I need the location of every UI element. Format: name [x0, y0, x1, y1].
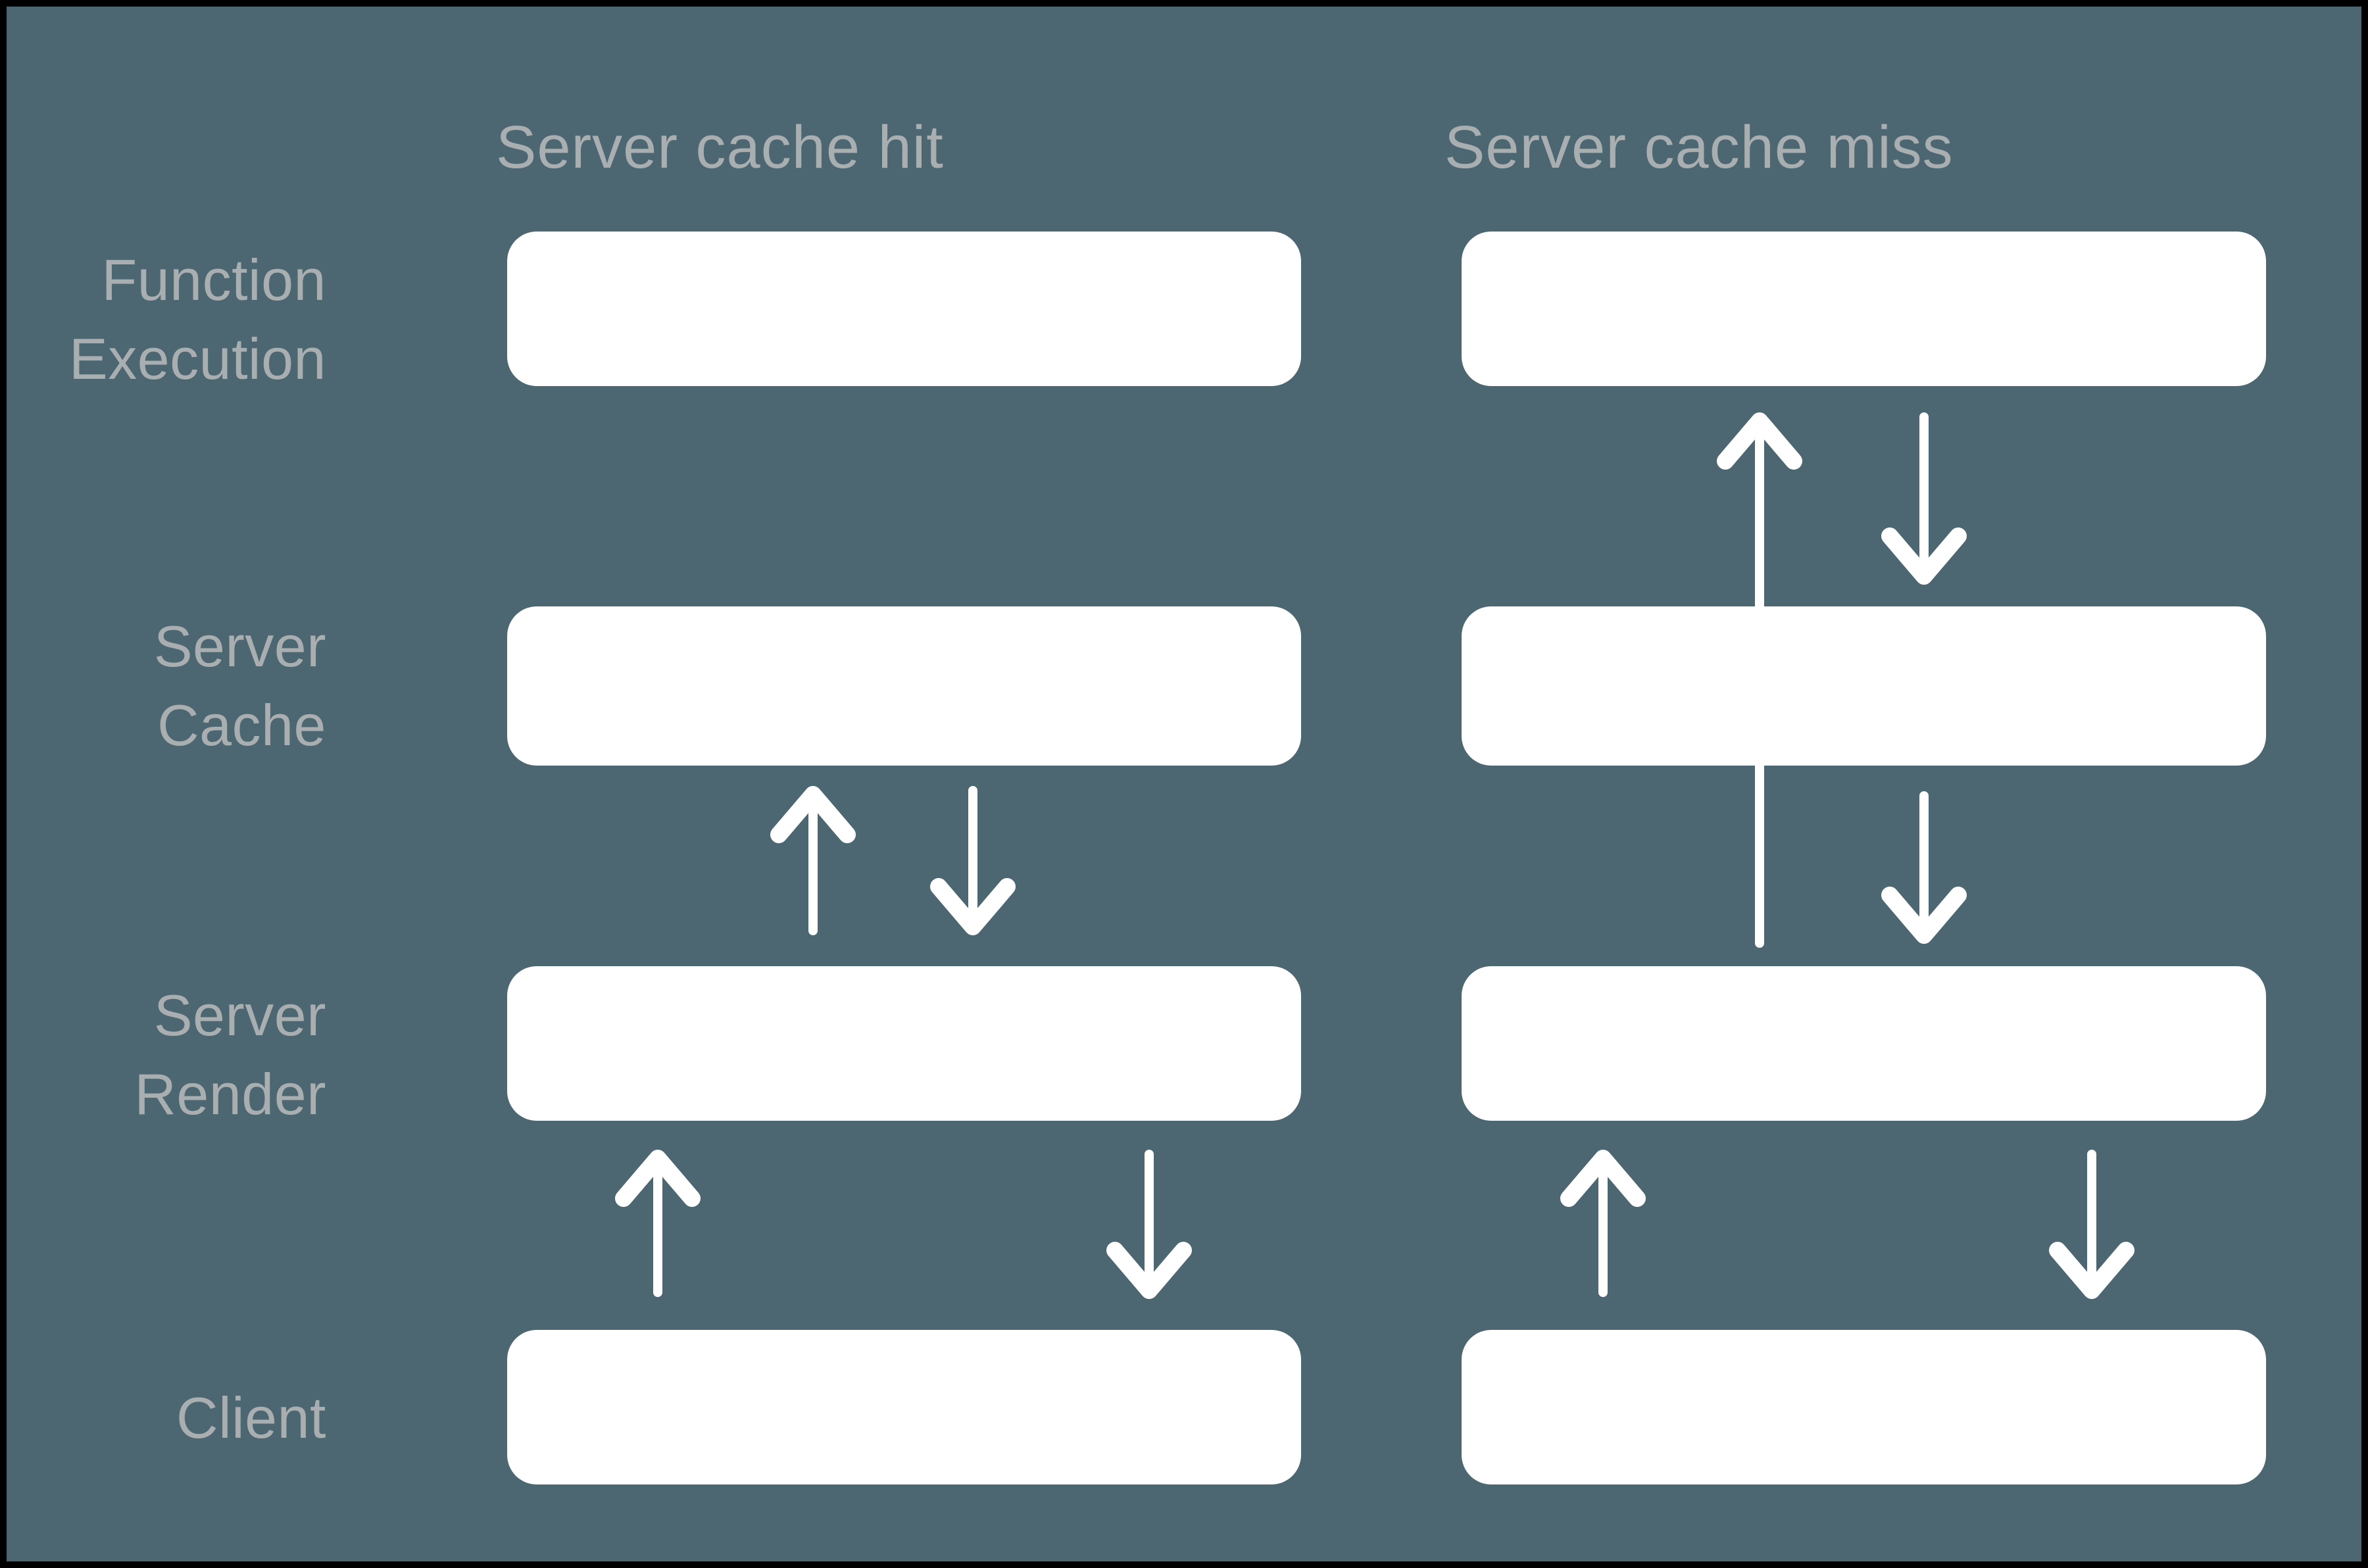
- arrow-up-hit-client-to-render: [615, 1150, 701, 1297]
- arrow-up-hit-render-to-cache: [770, 786, 856, 935]
- arrow-up-miss-render-to-function: [1717, 412, 1802, 948]
- arrow-down-miss-render-to-client: [2049, 1150, 2134, 1299]
- box-miss-server-render: [1462, 966, 2266, 1121]
- column-header-server-cache-miss: Server cache miss: [1444, 114, 1954, 181]
- row-label-client: Client: [176, 1385, 326, 1450]
- arrow-down-hit-render-to-client: [1106, 1150, 1192, 1299]
- arrow-down-miss-cache-to-render: [1881, 791, 1967, 944]
- box-miss-client: [1462, 1330, 2266, 1484]
- box-miss-server-cache: [1462, 606, 2266, 766]
- box-miss-function-execution: [1462, 232, 2266, 386]
- arrow-down-miss-function-to-cache: [1881, 412, 1967, 585]
- box-hit-server-cache: [507, 606, 1301, 766]
- box-hit-function-execution: [507, 232, 1301, 386]
- box-hit-client: [507, 1330, 1301, 1484]
- arrow-up-miss-client-to-render: [1560, 1150, 1646, 1297]
- row-label-server-render: Server Render: [134, 983, 326, 1127]
- row-label-function-execution: Function Execution: [69, 247, 326, 391]
- arrow-down-hit-cache-to-render: [930, 786, 1016, 935]
- row-label-server-cache: Server Cache: [153, 614, 326, 758]
- box-hit-server-render: [507, 966, 1301, 1121]
- column-header-server-cache-hit: Server cache hit: [496, 114, 944, 181]
- arrows-layer: [615, 412, 2134, 1299]
